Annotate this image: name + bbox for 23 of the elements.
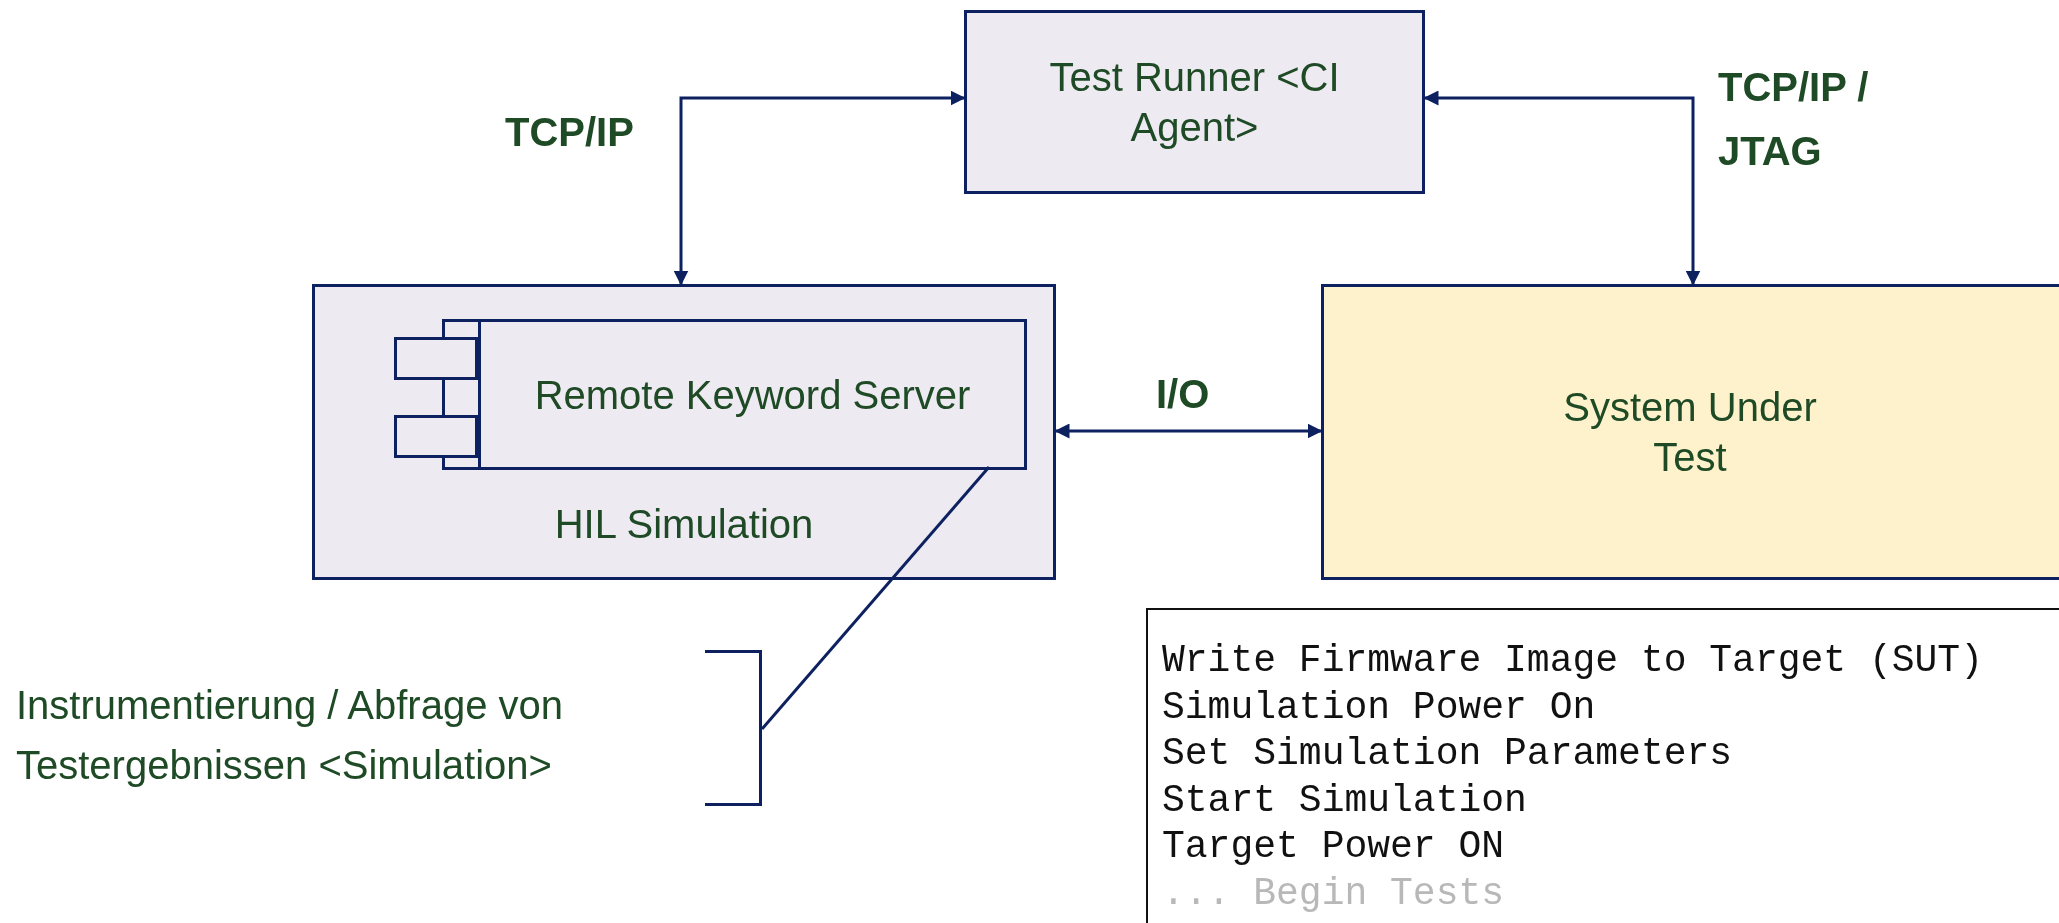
box-label: System Under Test (1562, 384, 1818, 481)
process-box (964, 10, 1425, 194)
code-line: Simulation Power On (1162, 684, 1596, 731)
arrow (1054, 423, 1323, 439)
code-line: Start Simulation (1162, 777, 1527, 824)
system-box (1321, 284, 2059, 580)
leader-line (760, 466, 991, 730)
code-line: ... Begin Tests (1162, 870, 1505, 917)
box-label: HIL Simulation (553, 501, 815, 548)
arrow (1423, 90, 1701, 286)
box-label: Remote Keyword Server (534, 371, 971, 419)
edge-label: TCP/IP (505, 109, 635, 156)
component-box (442, 319, 1027, 470)
code-line: Target Power ON (1162, 824, 1505, 871)
simulation-box (312, 284, 1056, 580)
code-line: Write Firmware Image to Target (SUT) (1162, 638, 1983, 684)
edge-label: TCP/IP / JTAG (1718, 64, 1870, 175)
arrow (673, 90, 966, 286)
box-label: Test Runner <CI Agent> (1048, 54, 1341, 151)
edge-label: I/O (1156, 371, 1211, 418)
code-line: Set Simulation Parameters (1162, 731, 1733, 778)
code-panel (1146, 608, 2059, 923)
callout-text: Instrumentierung / Abfrage von Testergebnissen <Simulation> (16, 682, 564, 789)
